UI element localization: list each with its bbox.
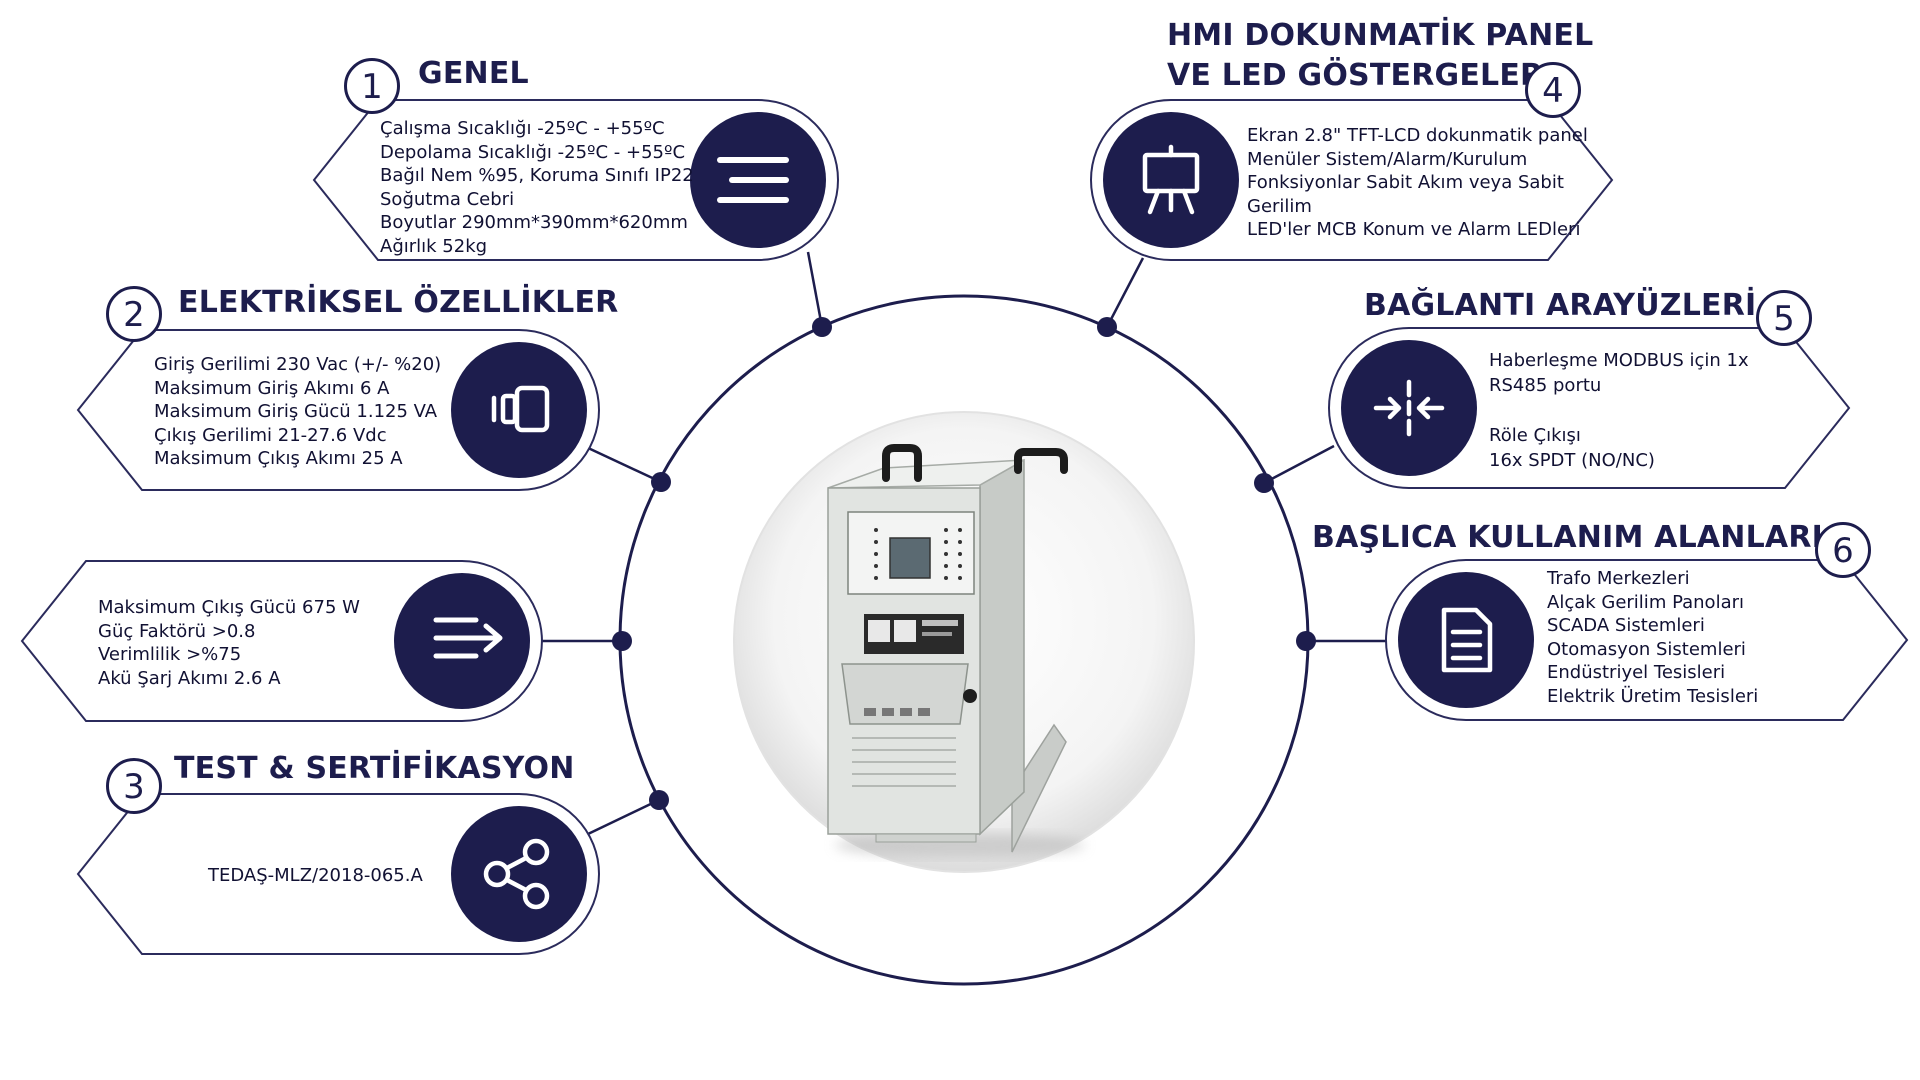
- title-hmi-line2: VE LED GÖSTERGELER: [1167, 58, 1544, 93]
- baglanti-line: [1489, 398, 1749, 423]
- genel-line: Boyutlar 290mm*390mm*620mm: [380, 212, 688, 233]
- text-genel: Çalışma Sıcaklığı -25ºC - +55ºC Depolama…: [380, 117, 694, 258]
- title-genel: GENEL: [418, 56, 529, 91]
- vent-louvers: [852, 737, 956, 787]
- hmi-line: Menüler Sistem/Alarm/Kurulum: [1247, 148, 1528, 170]
- genel-line: Çalışma Sıcaklığı -25ºC - +55ºC: [380, 118, 665, 139]
- hmi-line: Fonksiyonlar Sabit Akım veya Sabit: [1247, 172, 1564, 193]
- kullanim-line: Endüstriyel Tesisleri: [1547, 662, 1726, 683]
- badge-6: 6: [1815, 522, 1871, 578]
- text-hmi: Ekran 2.8" TFT-LCD dokunmatik panel Menü…: [1247, 124, 1588, 242]
- product-photo: [733, 411, 1195, 873]
- text-kullanim: Trafo Merkezleri Alçak Gerilim Panoları …: [1547, 567, 1758, 708]
- kullanim-line: SCADA Sistemleri: [1547, 615, 1705, 636]
- title-elektrik: ELEKTRİKSEL ÖZELLİKLER: [178, 285, 619, 320]
- icon-circle-test: [451, 806, 587, 942]
- cikis-line: Güç Faktörü >0.8: [98, 620, 256, 642]
- kullanim-line: Trafo Merkezleri: [1547, 568, 1690, 589]
- title-baglanti: BAĞLANTI ARAYÜZLERİ: [1364, 288, 1757, 323]
- cabinet-handle-right: [1014, 448, 1068, 474]
- title-hmi-line1: HMI DOKUNMATİK PANEL: [1167, 18, 1594, 53]
- icon-circle-cikis: [394, 573, 530, 709]
- badge-3: 3: [106, 758, 162, 814]
- title-test: TEST & SERTİFİKASYON: [174, 751, 575, 786]
- elektrik-line: Çıkış Gerilimi 21-27.6 Vdc: [154, 424, 387, 446]
- badge-2: 2: [106, 286, 162, 342]
- status-leds: [874, 528, 962, 580]
- cabinet-handle-left: [882, 444, 922, 482]
- presentation-board-icon: [1142, 144, 1200, 215]
- compress-arrows-icon: [1373, 379, 1445, 437]
- share-nodes-icon: [483, 838, 550, 910]
- genel-line: Depolama Sıcaklığı -25ºC - +55ºC: [380, 141, 686, 163]
- text-cikis: Maksimum Çıkış Gücü 675 W Güç Faktörü >0…: [98, 596, 360, 690]
- cikis-line: Maksimum Çıkış Gücü 675 W: [98, 597, 360, 618]
- connector-lines: [541, 251, 1395, 836]
- elektrik-line: Maksimum Giriş Gücü 1.125 VA: [154, 401, 438, 422]
- hmi-line: LED'ler MCB Konum ve Alarm LEDleri: [1247, 219, 1581, 240]
- connector-dots: [612, 317, 1316, 810]
- kullanim-line: Alçak Gerilim Panoları: [1547, 591, 1744, 613]
- cikis-line: Akü Şarj Akımı 2.6 A: [98, 667, 281, 689]
- menu-lines-icon: [717, 157, 789, 203]
- genel-line: Soğutma Cebri: [380, 188, 515, 210]
- hmi-line: Gerilim: [1247, 195, 1312, 217]
- door-lock: [963, 689, 977, 703]
- baglanti-line: Röle Çıkışı: [1489, 425, 1581, 446]
- hmi-line: Ekran 2.8" TFT-LCD dokunmatik panel: [1247, 125, 1588, 146]
- title-kullanim: BAŞLICA KULLANIM ALANLARI: [1312, 520, 1824, 555]
- badge-4: 4: [1525, 62, 1581, 118]
- cikis-line: Verimlilik >%75: [98, 644, 242, 665]
- text-elektrik: Giriş Gerilimi 230 Vac (+/- %20) Maksimu…: [154, 353, 441, 471]
- kullanim-line: Otomasyon Sistemleri: [1547, 638, 1746, 660]
- kullanim-line: Elektrik Üretim Tesisleri: [1547, 685, 1759, 707]
- cabinet-top: [827, 459, 1025, 489]
- vibrate-device-icon: [491, 385, 550, 433]
- elektrik-line: Maksimum Çıkış Akımı 25 A: [154, 448, 403, 469]
- badge-5: 5: [1756, 290, 1812, 346]
- document-icon: [1441, 607, 1493, 673]
- elektrik-line: Maksimum Giriş Akımı 6 A: [154, 377, 390, 399]
- text-test: TEDAŞ-MLZ/2018-065.A: [208, 864, 423, 888]
- lines-arrow-right-icon: [433, 617, 503, 659]
- test-line: TEDAŞ-MLZ/2018-065.A: [208, 865, 423, 886]
- badge-1: 1: [344, 58, 400, 114]
- genel-line: Bağıl Nem %95, Koruma Sınıfı IP22: [380, 165, 694, 186]
- icon-circle-kullanim: [1398, 572, 1534, 708]
- elektrik-line: Giriş Gerilimi 230 Vac (+/- %20): [154, 354, 442, 375]
- text-baglanti: Haberleşme MODBUS için 1x RS485 portu Rö…: [1489, 348, 1749, 473]
- baglanti-line: 16x SPDT (NO/NC): [1489, 450, 1655, 471]
- hmi-screen: [889, 537, 931, 579]
- icon-circle-hmi: [1103, 112, 1239, 248]
- baglanti-line: RS485 portu: [1489, 375, 1602, 396]
- baglanti-line: Haberleşme MODBUS için 1x: [1489, 350, 1749, 371]
- genel-line: Ağırlık 52kg: [380, 235, 488, 257]
- cabinet-side: [979, 458, 1025, 836]
